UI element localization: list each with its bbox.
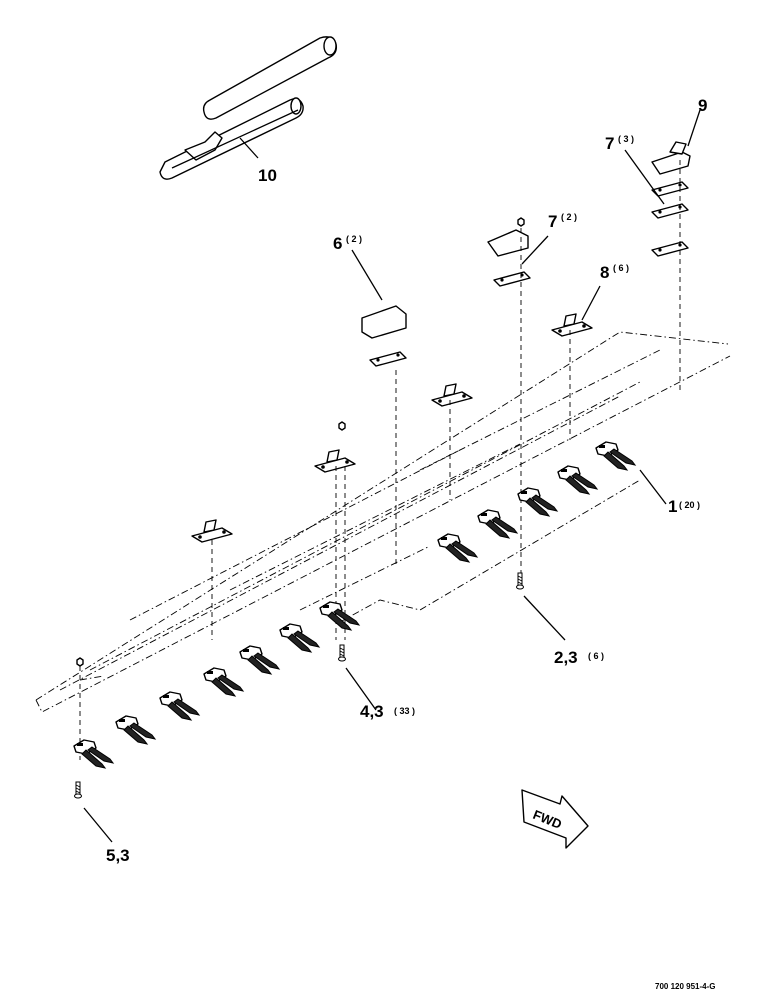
cutterbar-outline — [35, 331, 731, 713]
callout-8-6: 8 ( 6 ) — [600, 263, 629, 282]
callout-6-2: 6 ( 2 ) — [333, 234, 362, 253]
svg-text:9: 9 — [698, 96, 707, 115]
document-number: 700 120 951-4-G — [655, 982, 716, 991]
svg-text:( 2 ): ( 2 ) — [561, 212, 577, 222]
tube-assembly-part — [159, 36, 338, 180]
svg-text:6: 6 — [333, 234, 342, 253]
shim-part — [651, 181, 689, 257]
hold-down-part — [487, 229, 529, 257]
svg-text:10: 10 — [258, 166, 277, 185]
svg-text:( 20 ): ( 20 ) — [679, 500, 700, 510]
svg-text:4,3: 4,3 — [360, 702, 384, 721]
svg-text:( 33 ): ( 33 ) — [394, 706, 415, 716]
svg-text:7: 7 — [605, 134, 614, 153]
callout-7-3: 7 ( 3 ) — [605, 134, 634, 153]
svg-text:( 2 ): ( 2 ) — [346, 234, 362, 244]
svg-text:1: 1 — [668, 497, 677, 516]
wear-plate-part — [361, 305, 407, 339]
hold-down-clip-part — [651, 141, 691, 175]
svg-text:( 6 ): ( 6 ) — [588, 651, 604, 661]
svg-text:8: 8 — [600, 263, 609, 282]
callout-1-20: 1 ( 20 ) — [668, 497, 700, 516]
leader-lines — [83, 109, 701, 843]
callout-5-3: 5,3 — [106, 846, 130, 865]
leader-line-10 — [239, 137, 259, 159]
callout-7-2: 7 ( 2 ) — [548, 212, 577, 231]
svg-text:5,3: 5,3 — [106, 846, 130, 865]
callout-4-3-33: 4,3 ( 33 ) — [360, 702, 415, 721]
callout-9: 9 — [698, 96, 707, 115]
svg-text:( 3 ): ( 3 ) — [618, 134, 634, 144]
svg-text:7: 7 — [548, 212, 557, 231]
fwd-arrow-icon: FWD — [521, 789, 589, 849]
svg-text:2,3: 2,3 — [554, 648, 578, 667]
callout-2-3-6: 2,3 ( 6 ) — [554, 648, 604, 667]
svg-text:( 6 ): ( 6 ) — [613, 263, 629, 273]
callout-10: 10 — [258, 166, 277, 185]
